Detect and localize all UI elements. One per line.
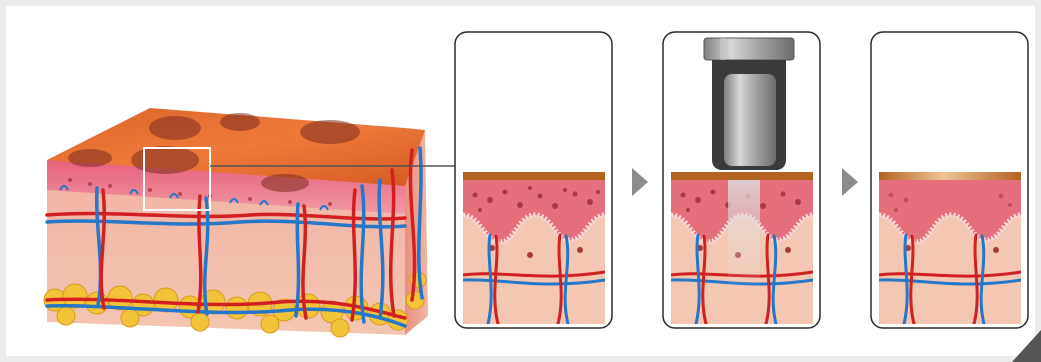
corner-resize-icon[interactable]: [1012, 330, 1041, 362]
arrow-right-icon: [632, 168, 648, 196]
laser-beam: [728, 172, 760, 292]
panel-before: [455, 32, 612, 328]
panel-after: [871, 32, 1028, 328]
arrow-right-icon: [842, 168, 858, 196]
skin-block: [44, 108, 428, 337]
laser-handpiece: [704, 38, 794, 170]
panel-treatment: [663, 32, 820, 328]
